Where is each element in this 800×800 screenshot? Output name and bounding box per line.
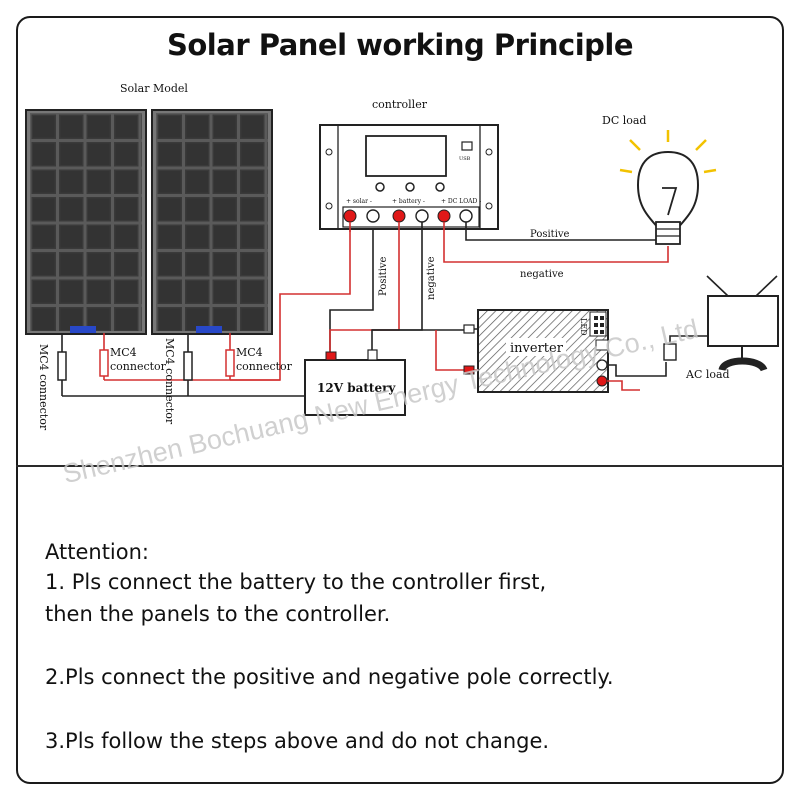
note-line-1: 1. Pls connect the battery to the contro… [45,570,547,594]
mc4-connector-label-1: MC4 connector [37,344,50,431]
controller-label: controller [372,98,428,111]
controller-terminals [342,206,480,228]
battery-label: 12V battery [317,381,396,395]
inverter [463,309,609,393]
positive-label: Positive [530,229,570,240]
ac-load-wiring [607,335,710,391]
light-bulb-icon [619,130,717,245]
section-divider [16,465,784,467]
dc-load-wiring [443,222,669,263]
led-label: LED [579,318,588,336]
mc4-label-b: MC4 [236,346,263,359]
attention-heading: Attention: [45,540,149,564]
dc-load-label: DC load [602,114,646,127]
mc4-connector-label-2: MC4 connector [163,338,176,425]
outer-frame [16,16,784,784]
dc-load-terminal-label: + DC LOAD - [441,198,481,205]
mc4-label-a: MC4 [110,346,137,359]
ac-load-label: AC load [685,368,730,381]
page-title: Solar Panel working Principle [167,28,634,62]
solar-terminal-label: + solar - [346,198,372,205]
inverter-label: inverter [510,341,564,356]
negative-vertical-label: negative [426,256,437,300]
solar-model-label: Solar Model [120,82,188,95]
solar-panel-2 [151,109,273,335]
battery-terminal-label: + battery - [392,198,425,205]
note-line-2: then the panels to the controller. [45,602,391,626]
connector-label-a: connector [110,360,167,373]
tv-icon [706,275,779,373]
battery-wiring [329,222,464,380]
positive-vertical-label: Positive [378,256,389,296]
battery [304,349,406,416]
note-line-4: 3.Pls follow the steps above and do not … [45,729,550,753]
mc4-connectors [57,349,235,381]
negative-label: negative [520,269,564,280]
solar-panel-1 [25,109,147,335]
usb-label: USB [459,156,471,162]
connector-label-b: connector [236,360,293,373]
note-line-3: 2.Pls connect the positive and negative … [45,665,614,689]
